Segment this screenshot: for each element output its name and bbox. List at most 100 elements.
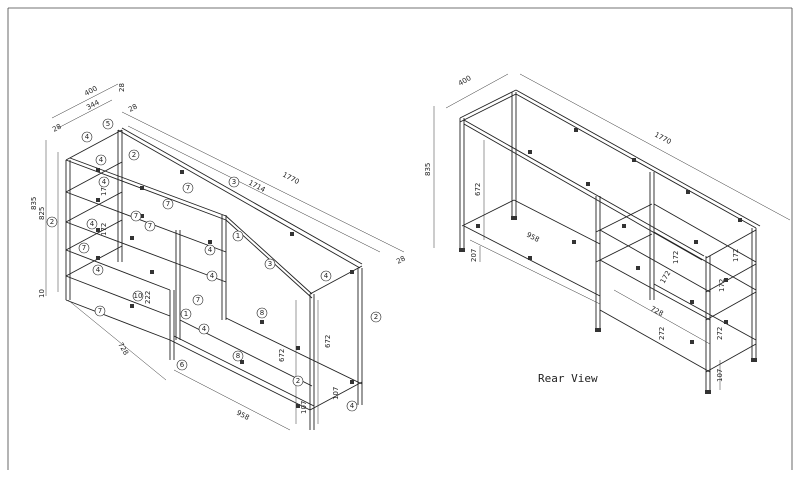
dim-rear-shelf-gap-d: 172: [718, 279, 726, 292]
dim-front-shelf-gap-b: 172: [100, 223, 108, 236]
svg-text:7: 7: [186, 184, 190, 192]
svg-text:4: 4: [90, 220, 95, 228]
callout-6: 6: [176, 359, 188, 371]
svg-text:2: 2: [50, 218, 54, 226]
svg-text:4: 4: [102, 178, 107, 186]
callout-10: 10: [132, 290, 144, 302]
svg-text:7: 7: [134, 212, 138, 220]
dim-front-shelf-gap-a: 172: [100, 183, 108, 196]
svg-text:7: 7: [196, 296, 200, 304]
dim-front-base-b: 107: [332, 387, 340, 400]
callout-4: 4: [95, 154, 107, 166]
svg-text:10: 10: [134, 292, 143, 300]
dim-rear-length-total: 1770: [653, 131, 672, 146]
svg-text:4: 4: [208, 246, 213, 254]
dim-rear-base-right: 107: [716, 369, 724, 382]
svg-text:4: 4: [202, 325, 207, 333]
callout-8: 8: [256, 307, 268, 319]
front-callouts: 4 5 2 4 4 7 3 7 2 4 7 7 1 7 4 3 4 4 4 10…: [46, 118, 382, 412]
dim-front-foot: 10: [38, 289, 46, 298]
svg-text:2: 2: [132, 151, 136, 159]
callout-5: 5: [102, 118, 114, 130]
rear-dimension-texts: 400 1770 835 672 958 207 172 172 172 172…: [424, 74, 740, 382]
svg-text:4: 4: [324, 272, 329, 280]
front-rails: [65, 157, 227, 360]
callout-4: 4: [92, 264, 104, 276]
rear-shelf-clips: [476, 128, 742, 344]
callout-7: 7: [94, 305, 106, 317]
rear-isometric-view: [459, 89, 761, 394]
dim-rear-upright: 672: [474, 183, 482, 196]
dim-rear-shelf-gap-c: 172: [659, 269, 673, 285]
dim-front-base-a: 107: [300, 401, 308, 414]
svg-text:3: 3: [232, 178, 236, 186]
shelf-clips: [96, 168, 354, 408]
callout-4: 4: [198, 323, 210, 335]
callout-7: 7: [78, 242, 90, 254]
dim-rear-inner-b: 272: [716, 327, 724, 340]
dim-rear-height-total: 835: [424, 163, 432, 176]
dim-front-height-inner: 825: [38, 207, 46, 220]
callout-4: 4: [86, 218, 98, 230]
callout-2: 2: [46, 216, 58, 228]
svg-text:2: 2: [374, 313, 378, 321]
rear-left-end: [459, 89, 517, 250]
rear-view-caption: Rear View: [538, 372, 598, 385]
dim-front-length-total: 1770: [281, 171, 300, 186]
dim-front-tube-left: 28: [51, 123, 63, 134]
front-dimension-lines: [45, 83, 405, 431]
right-end-frame: [309, 265, 363, 430]
callout-2: 2: [292, 375, 304, 387]
callout-7: 7: [162, 198, 174, 210]
svg-text:4: 4: [99, 156, 104, 164]
dim-rear-span-small: 728: [649, 305, 665, 318]
rear-feet: [459, 216, 757, 394]
callout-2: 2: [128, 149, 140, 161]
svg-text:7: 7: [82, 244, 86, 252]
dim-rear-base-left: 207: [470, 249, 478, 262]
svg-text:3: 3: [268, 260, 272, 268]
dim-front-tube-right: 28: [118, 83, 126, 92]
callout-7: 7: [144, 220, 156, 232]
dim-rear-inner-a: 272: [658, 327, 666, 340]
svg-text:8: 8: [260, 309, 264, 317]
svg-text:4: 4: [85, 133, 90, 141]
svg-text:8: 8: [236, 352, 240, 360]
rear-bottom-rails: [463, 199, 601, 297]
svg-text:7: 7: [166, 200, 170, 208]
dim-front-tube-mid: 28: [127, 103, 139, 114]
callout-4: 4: [346, 400, 358, 412]
svg-text:4: 4: [210, 272, 215, 280]
svg-text:2: 2: [296, 377, 300, 385]
callout-4: 4: [81, 131, 93, 143]
dim-rear-depth-total: 400: [457, 74, 473, 88]
dim-front-tube-end: 28: [395, 255, 407, 266]
callout-4: 4: [206, 270, 218, 282]
rear-right-module: [595, 172, 757, 392]
callout-7: 7: [182, 182, 194, 194]
svg-text:4: 4: [96, 266, 101, 274]
dim-rear-shelf-gap-a: 172: [672, 251, 680, 264]
svg-text:7: 7: [98, 307, 102, 315]
dim-front-span-bottom: 728: [116, 341, 130, 357]
callout-4: 4: [98, 176, 110, 188]
rear-top-rails: [463, 89, 761, 261]
svg-text:6: 6: [180, 361, 185, 369]
dim-rear-span: 958: [525, 231, 541, 244]
dim-front-upright-b: 672: [324, 335, 332, 348]
callout-2: 2: [370, 311, 382, 323]
sheet-border: [7, 7, 793, 470]
dim-front-span-right: 958: [235, 409, 251, 422]
mid-uprights: [175, 215, 227, 340]
dim-front-shelf-gap-c: 222: [144, 291, 152, 304]
svg-text:7: 7: [148, 222, 152, 230]
svg-text:4: 4: [350, 402, 355, 410]
rear-dimension-lines: [433, 73, 791, 390]
callout-4: 4: [204, 244, 216, 256]
callout-3: 3: [228, 176, 240, 188]
callout-1: 1: [180, 308, 192, 320]
dim-front-height-total: 835: [30, 197, 38, 210]
callout-4: 4: [320, 270, 332, 282]
dim-front-depth-total: 400: [83, 84, 99, 97]
